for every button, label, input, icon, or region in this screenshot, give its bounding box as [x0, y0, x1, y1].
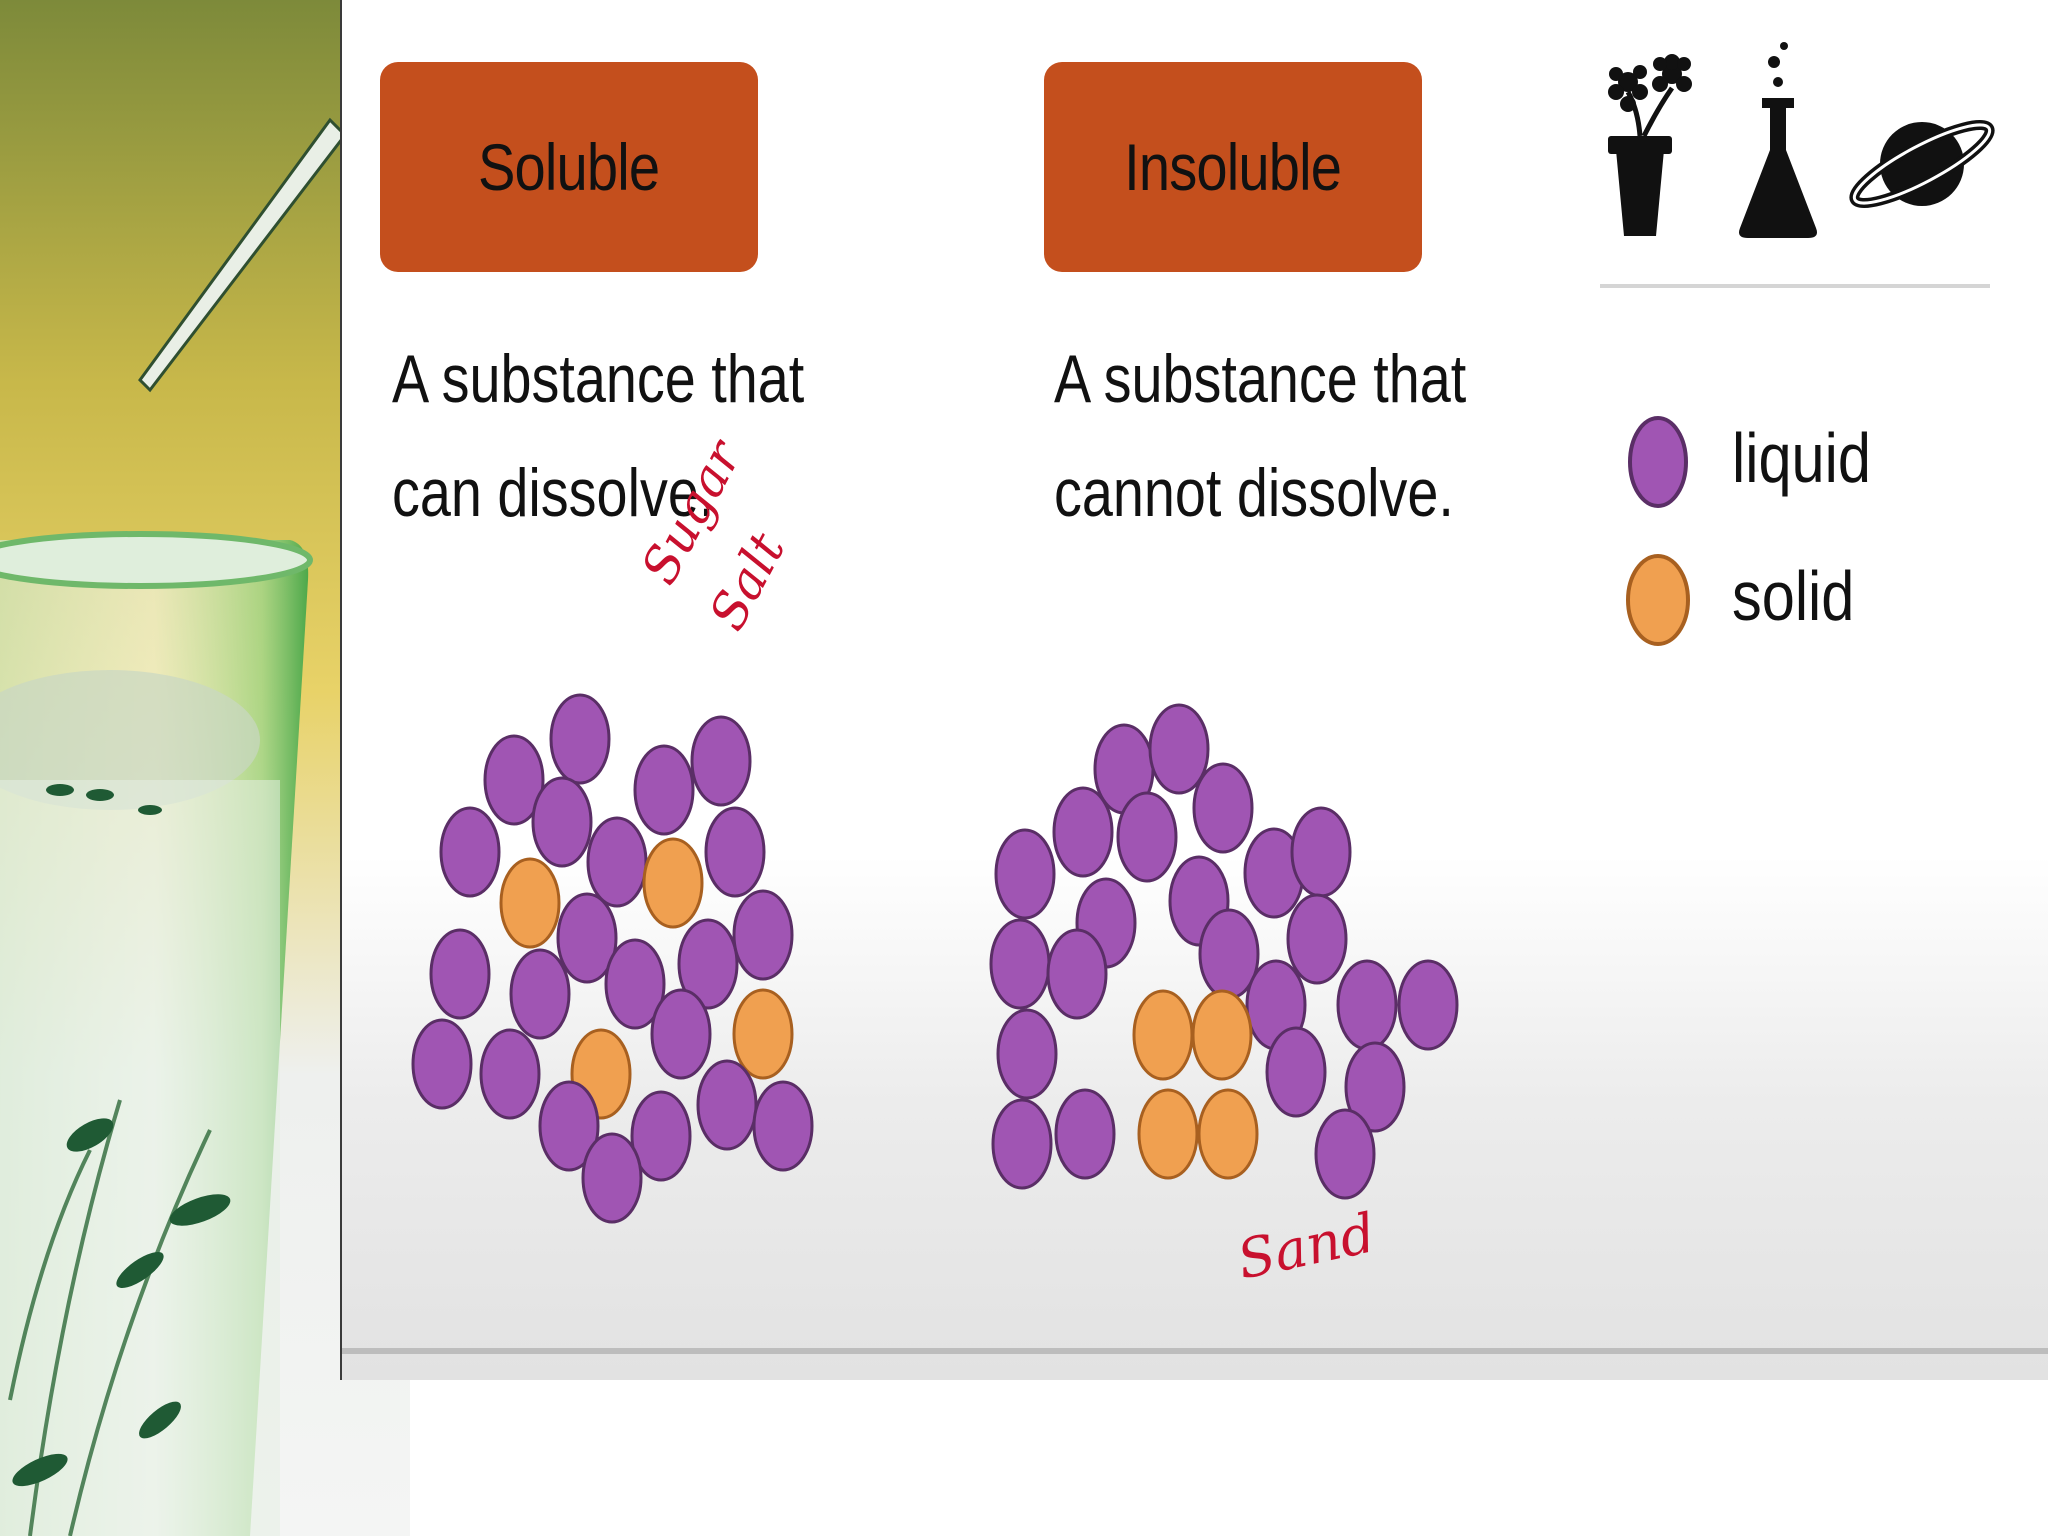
soluble-title: Soluble	[478, 130, 660, 204]
soluble-title-box: Soluble	[380, 62, 758, 272]
insoluble-liquid-particle	[1148, 703, 1210, 795]
particle-diagrams	[411, 42, 1995, 1224]
insoluble-liquid-particle	[1314, 1108, 1376, 1200]
soluble-liquid-particle	[556, 892, 618, 984]
soluble-liquid-particle	[439, 806, 501, 898]
soluble-liquid-particle	[483, 734, 545, 826]
legend-markers	[1626, 416, 1690, 646]
soluble-solid-particle	[642, 837, 704, 929]
soluble-liquid-particle	[538, 1080, 600, 1172]
soluble-liquid-particle	[429, 928, 491, 1020]
soluble-desc-line-2: can dissolve.	[392, 455, 715, 531]
insoluble-solid-particle	[1197, 1088, 1259, 1180]
soluble-liquid-particle	[752, 1080, 814, 1172]
soluble-desc-line-1: A substance that	[392, 341, 805, 417]
legend-solid-marker	[1626, 554, 1690, 646]
soluble-liquid-particle	[677, 918, 739, 1010]
insoluble-title: Insoluble	[1124, 130, 1343, 204]
insoluble-liquid-particle	[1054, 1088, 1116, 1180]
soluble-liquid-particle	[650, 988, 712, 1080]
soluble-liquid-particle	[633, 744, 695, 836]
insoluble-liquid-particle	[1116, 791, 1178, 883]
insoluble-liquid-particle	[1290, 806, 1352, 898]
insoluble-liquid-particle	[989, 918, 1051, 1010]
insoluble-liquid-particle	[1344, 1041, 1406, 1133]
insoluble-liquid-particle	[1052, 786, 1114, 878]
insoluble-liquid-particle	[1192, 762, 1254, 854]
insoluble-solid-particle	[1191, 989, 1253, 1081]
insoluble-liquid-particle	[996, 1008, 1058, 1100]
soluble-liquid-particle	[581, 1132, 643, 1224]
soluble-liquid-particle	[604, 938, 666, 1030]
legend-solid-label: solid	[1732, 557, 1855, 635]
insoluble-liquid-particle	[1265, 1026, 1327, 1118]
planet-icon	[1849, 119, 1995, 209]
slide-bottom-bar	[342, 1348, 2048, 1354]
flower-pot-icon	[1608, 54, 1692, 236]
insoluble-desc-line-2: cannot dissolve.	[1054, 455, 1454, 531]
soluble-liquid-particle	[690, 715, 752, 807]
soluble-liquid-particle	[531, 776, 593, 868]
flask-icon	[1739, 42, 1817, 238]
legend-liquid-label: liquid	[1732, 419, 1871, 497]
soluble-particles	[411, 693, 814, 1224]
soluble-liquid-particle	[586, 816, 648, 908]
insoluble-description: A substance that cannot dissolve.	[1054, 322, 1467, 550]
insoluble-particles	[989, 703, 1459, 1200]
soluble-solid-particle	[499, 857, 561, 949]
soluble-liquid-particle	[549, 693, 611, 785]
soluble-liquid-particle	[411, 1018, 473, 1110]
soluble-liquid-particle	[630, 1090, 692, 1182]
insoluble-liquid-particle	[1336, 959, 1398, 1051]
slide-panel: Soluble A substance that can dissolve. I…	[342, 0, 2048, 1380]
insoluble-liquid-particle	[994, 828, 1056, 920]
soluble-liquid-particle	[704, 806, 766, 898]
insoluble-solid-particle	[1137, 1088, 1199, 1180]
soluble-liquid-particle	[509, 948, 571, 1040]
insoluble-liquid-particle	[1046, 928, 1108, 1020]
insoluble-solid-particle	[1132, 989, 1194, 1081]
soluble-description: A substance that can dissolve.	[392, 322, 805, 550]
insoluble-liquid-particle	[1397, 959, 1459, 1051]
insoluble-title-box: Insoluble	[1044, 62, 1422, 272]
soluble-liquid-particle	[479, 1028, 541, 1120]
soluble-liquid-particle	[696, 1059, 758, 1151]
soluble-liquid-particle	[732, 889, 794, 981]
soluble-solid-particle	[732, 988, 794, 1080]
insoluble-desc-line-1: A substance that	[1054, 341, 1467, 417]
insoluble-liquid-particle	[991, 1098, 1053, 1190]
insoluble-liquid-particle	[1286, 893, 1348, 985]
legend-liquid-marker	[1628, 416, 1688, 508]
legend-divider	[1600, 284, 1990, 288]
slide-left-border	[340, 0, 343, 1380]
